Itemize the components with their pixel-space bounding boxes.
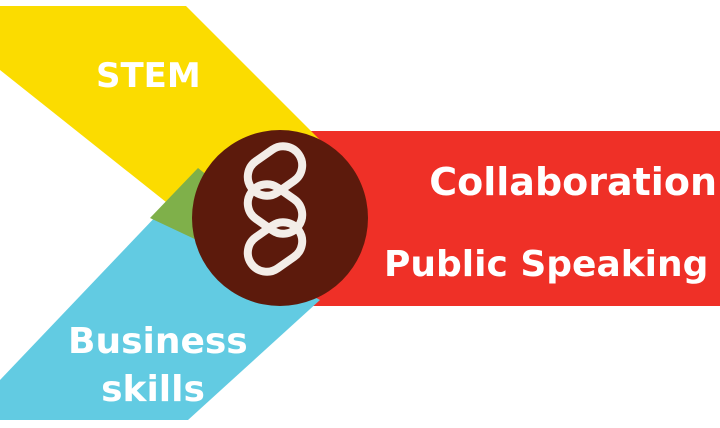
business-skills-line1: Business <box>68 321 248 362</box>
red-band-shape <box>270 131 720 306</box>
public-speaking-label: Public Speaking <box>384 244 709 285</box>
collaboration-label: Collaboration <box>429 160 717 204</box>
business-skills-line2: skills <box>101 369 205 410</box>
stem-label: STEM <box>96 56 201 96</box>
center-circle <box>192 130 368 306</box>
chain-link-icon <box>243 142 307 276</box>
business-skills-label: Business skills <box>68 318 248 414</box>
